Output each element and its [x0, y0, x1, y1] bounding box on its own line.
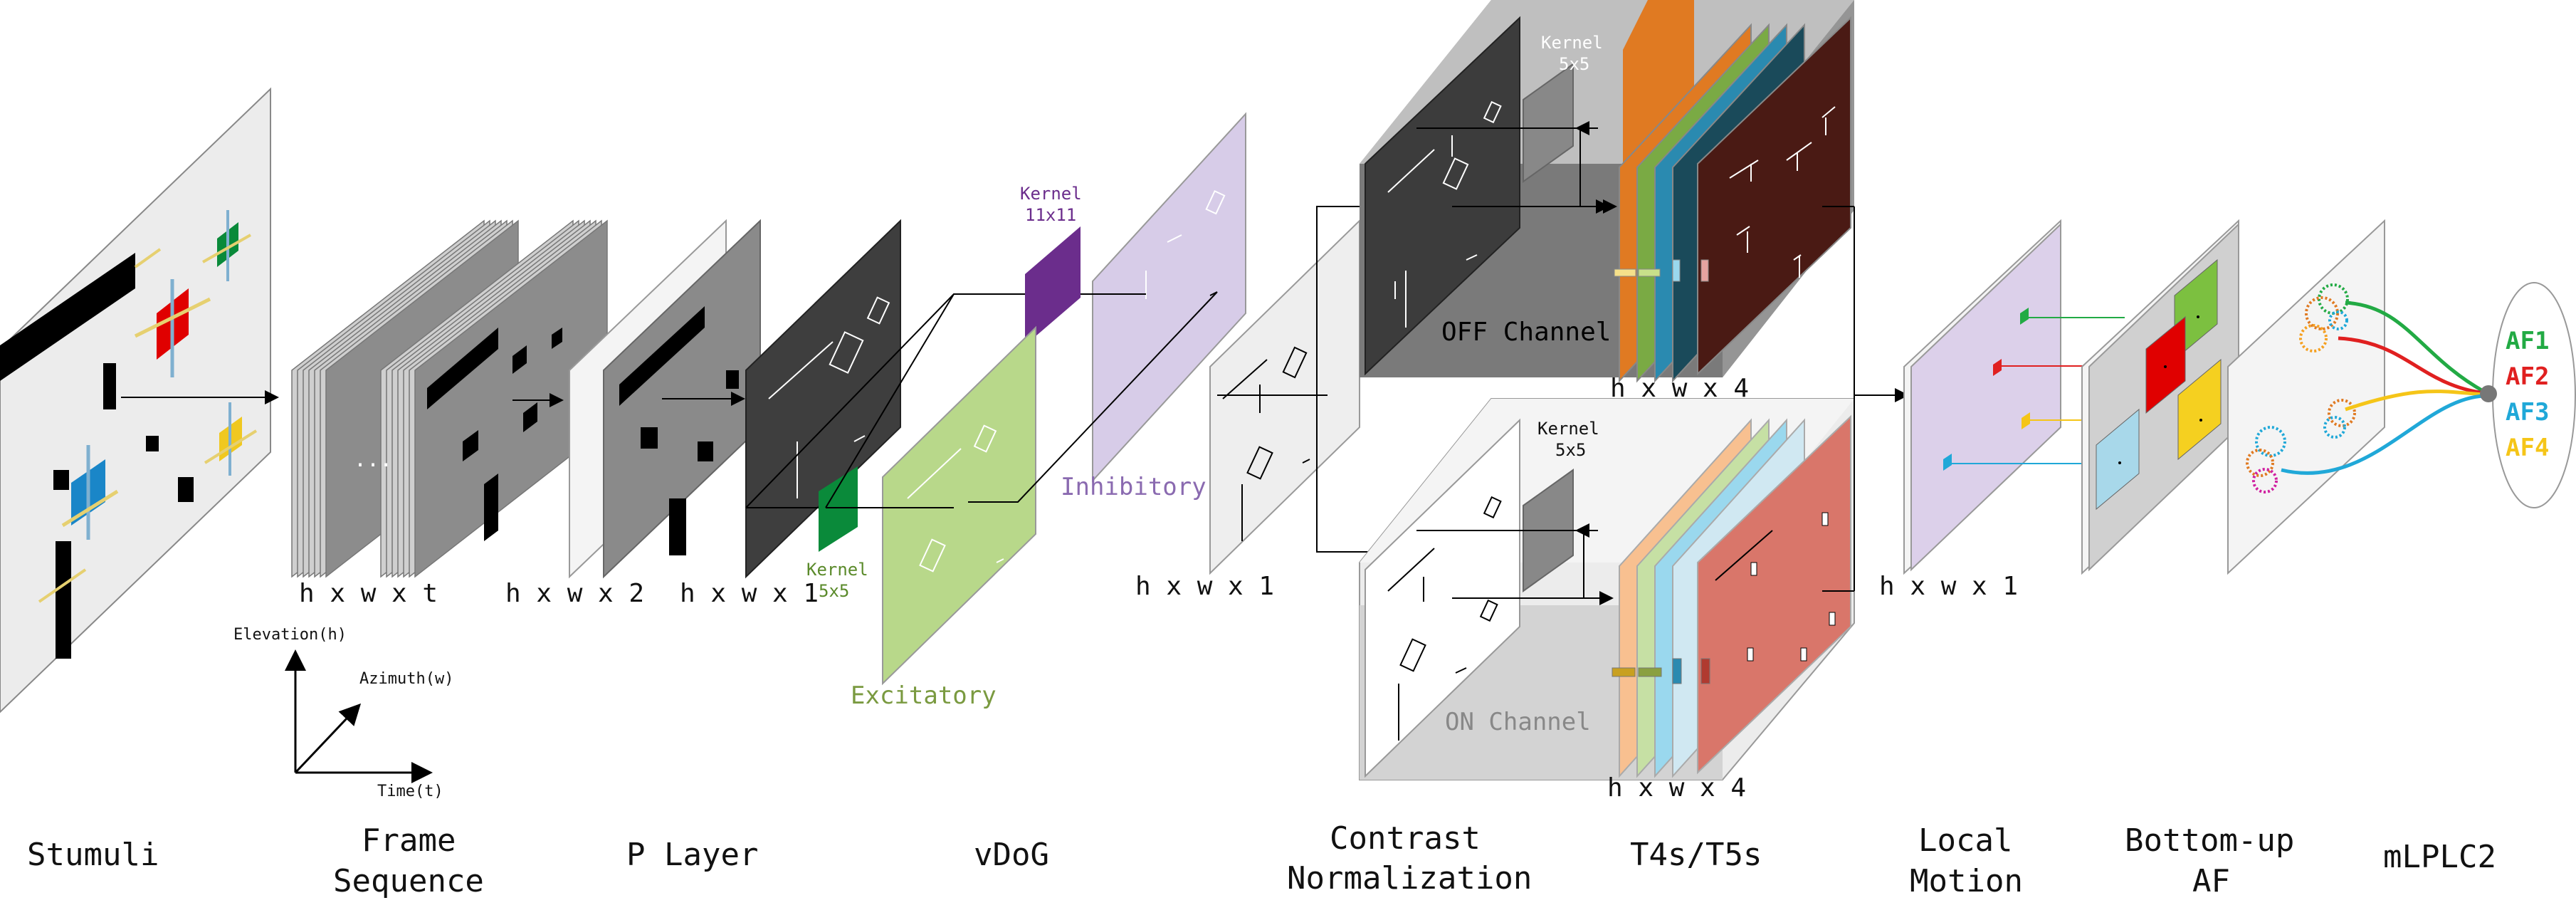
stage-bu-line2: AF [2192, 863, 2230, 899]
mlplc2-map [2227, 219, 2486, 575]
dim-hw1-c: h x w x 1 [1879, 572, 2018, 601]
kernel-5x5-label-l1: Kernel [806, 560, 868, 580]
af4-label: AF4 [2506, 434, 2549, 462]
af2-label: AF2 [2506, 362, 2549, 391]
axis-azimuth-label: Azimuth(w) [359, 670, 453, 688]
p-output-map [745, 219, 901, 579]
stage-bu-line1: Bottom-up [2125, 822, 2294, 859]
kernel-off-label-l2: 5x5 [1559, 54, 1589, 74]
kernel-on-label-l2: 5x5 [1555, 440, 1586, 460]
frame-object [463, 430, 478, 461]
bottom-up-af-map [2081, 219, 2239, 575]
dim-hw1-a: h x w x 1 [680, 579, 819, 608]
frame-object [427, 328, 498, 409]
excitatory-label: Excitatory [851, 681, 997, 710]
frames-ellipsis: ... [354, 447, 392, 472]
axis-time-label: Time(t) [377, 783, 443, 800]
stage-lm-line1: Local [1918, 822, 2012, 859]
inhibitory-label: Inhibitory [1061, 473, 1206, 501]
frame-object [484, 474, 498, 541]
axes-diagram [285, 649, 433, 783]
dim-hwt: h x w x t [299, 579, 438, 608]
p-layer-stack [569, 219, 761, 579]
af1-label: AF1 [2506, 327, 2549, 355]
off-channel-direction-maps [1614, 16, 1854, 383]
vdog-module [745, 112, 1246, 686]
local-motion-map [1903, 219, 2125, 575]
t4t5-to-local-motion [1854, 207, 1909, 591]
axis-elevation-label: Elevation(h) [233, 626, 347, 644]
stage-frame-line1: Frame [362, 822, 456, 859]
af-output-ellipse [2480, 282, 2576, 508]
stage-lm-line2: Motion [1910, 863, 2023, 899]
dim-hw4-off: h x w x 4 [1610, 374, 1749, 403]
frame-object [523, 402, 537, 432]
lplc2-neuron-green [2299, 283, 2349, 352]
dim-hw1-b: h x w x 1 [1135, 572, 1274, 601]
stimuli-panel [0, 87, 279, 713]
lplc2-neuron-blue [2246, 426, 2286, 493]
contrast-norm-input-map [1209, 206, 1388, 575]
frame-object [552, 328, 562, 349]
stimulus-yellow-square [204, 402, 258, 476]
stimulus-blue-square [61, 445, 119, 540]
kernel-on-label-l1: Kernel [1537, 419, 1599, 439]
stage-mlplc2: mLPLC2 [2383, 839, 2496, 875]
stage-p-layer: P Layer [626, 837, 758, 873]
frame-sequence-stack: ... [291, 219, 608, 578]
frame-object [512, 345, 527, 374]
stage-vdog: vDoG [974, 837, 1049, 873]
stage-cn-line2: Normalization [1287, 860, 1532, 897]
on-channel-label: ON Channel [1445, 708, 1591, 736]
kernel-11x11-label-l2: 11x11 [1025, 205, 1076, 225]
stage-t4t5: T4s/T5s [1630, 837, 1762, 873]
on-channel-direction-maps [1612, 414, 1854, 778]
stimulus-green-square [202, 210, 251, 281]
text-layer: Elevation(h) Azimuth(w) Time(t) h x w x … [27, 33, 2549, 899]
off-channel-label: OFF Channel [1441, 318, 1611, 347]
dim-hw2: h x w x 2 [505, 579, 644, 608]
kernel-5x5-label-l2: 5x5 [819, 581, 849, 601]
dim-hw4-on: h x w x 4 [1607, 773, 1746, 803]
af3-label: AF3 [2506, 398, 2549, 427]
kernel-11x11-purple [1025, 226, 1081, 345]
stage-frame-line2: Sequence [333, 863, 484, 899]
kernel-off-label-l1: Kernel [1541, 33, 1603, 53]
kernel-5x5-green [819, 466, 858, 552]
stimulus-red-square [134, 279, 211, 377]
kernel-11x11-label-l1: Kernel [1020, 184, 1082, 204]
stage-stimuli: Stumuli [27, 837, 159, 873]
lplc2-neuron-orange [2323, 399, 2356, 439]
stage-cn-line1: Contrast [1330, 820, 1481, 857]
excitatory-map [882, 325, 1036, 686]
